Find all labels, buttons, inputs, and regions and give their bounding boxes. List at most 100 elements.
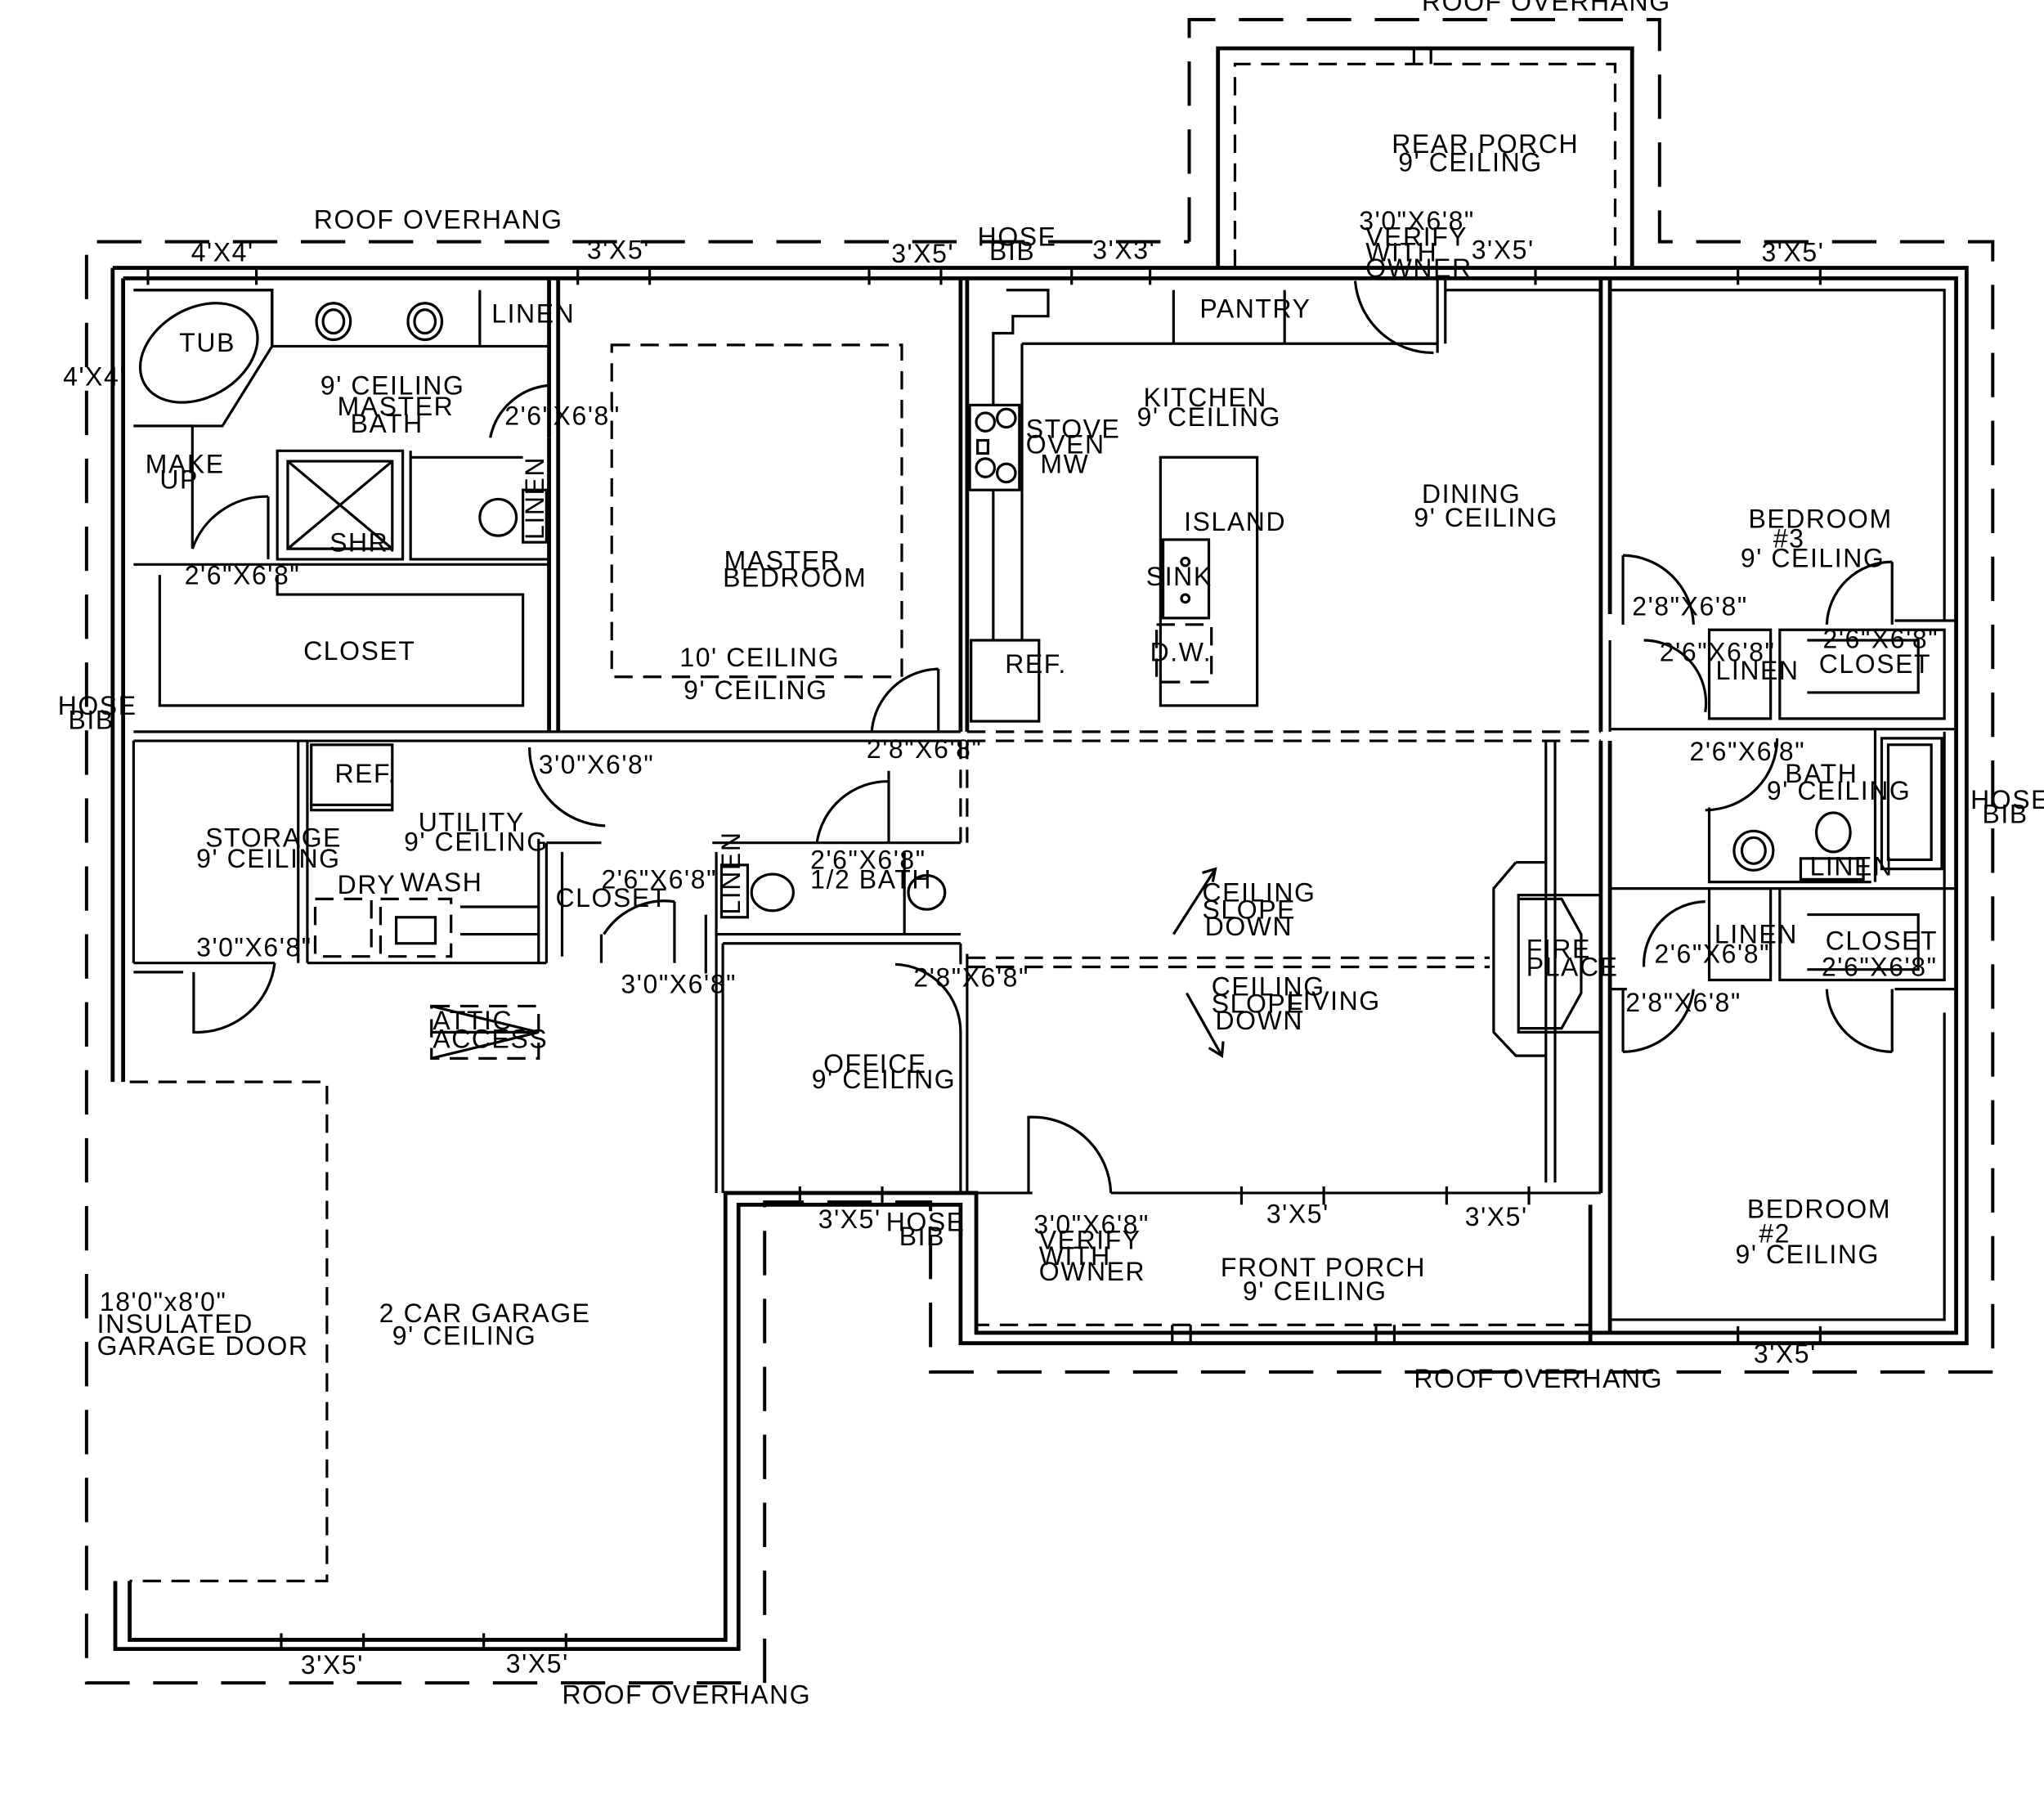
label-dining: DINING — [1422, 479, 1521, 509]
label-washer: WASH — [400, 868, 482, 897]
label-door: 2'6"X6'8" — [185, 560, 301, 590]
label-dining-ceiling: 9' CEILING — [1414, 503, 1558, 532]
label-window: 3'X5' — [301, 1650, 364, 1680]
label-shower: SHR. — [329, 527, 397, 557]
label-window: 3'X5' — [1761, 238, 1824, 267]
label-front-door: 3'0"X6'8" — [1033, 1209, 1150, 1239]
label-window: 3'X5' — [891, 239, 954, 268]
label-bath-ceiling: 9' CEILING — [1767, 776, 1912, 805]
label-master-bedroom: MASTER — [724, 546, 841, 576]
label-hose-bib: BIB — [899, 1222, 945, 1251]
refrigerator-icon — [310, 743, 394, 812]
ceiling-slope-arrow — [1185, 992, 1223, 1056]
label-linen: LINEN — [491, 299, 575, 329]
label-door: 2'8"X6'8" — [913, 962, 1029, 992]
label-bedroom-3: #3 — [1773, 524, 1805, 554]
sink-icon — [907, 874, 947, 911]
label-rear-door: VERIFY — [1365, 222, 1468, 251]
label-hose-bib: HOSE — [978, 222, 1057, 251]
label-refrigerator: REF. — [334, 759, 397, 788]
label-dryer: DRY — [338, 870, 397, 899]
label-utility: UTILITY — [419, 807, 525, 836]
label-makeup: MAKE — [146, 449, 225, 478]
label-hose-bib: HOSE — [58, 691, 137, 720]
label-linen: LINEN — [1715, 920, 1798, 949]
label-bath: BATH — [1785, 759, 1858, 788]
label-closet: CLOSET — [1826, 926, 1938, 956]
label-bedroom-3-ceiling: 9' CEILING — [1741, 544, 1885, 573]
label-window: 3'X3' — [1092, 235, 1155, 264]
label-garage-door: GARAGE DOOR — [97, 1331, 309, 1361]
label-door: 3'0"X6'8" — [539, 750, 655, 779]
label-half-bath: 1/2 BATH — [810, 865, 932, 895]
toilet-icon — [478, 497, 518, 537]
label-bedroom-3: BEDROOM — [1748, 505, 1892, 534]
label-roof-overhang-right: ROOF OVERHANG — [1414, 1364, 1663, 1393]
label-kitchen-ceiling: 9' CEILING — [1137, 402, 1282, 432]
fixtures — [133, 289, 1865, 1060]
label-rear-door: OWNER — [1365, 253, 1472, 283]
label-window: 3'X5' — [818, 1204, 881, 1234]
label-door: 2'6"X6'8" — [601, 865, 717, 895]
rear-porch-inner-dash — [1233, 62, 1617, 268]
plan-labels: ROOF OVERHANG ROOF OVERHANG ROOF OVERHAN… — [58, 0, 2044, 1710]
label-master-ceiling: 10' CEILING — [679, 643, 840, 672]
attic-access — [430, 1004, 540, 1060]
label-attic-access: ATTIC — [433, 1006, 513, 1035]
label-linen: LINEN — [1716, 656, 1800, 685]
label-master-bath-ceiling: 9' CEILING — [320, 371, 465, 401]
rear-porch-wall — [1216, 46, 1634, 268]
label-window: 4'X4' — [63, 361, 126, 391]
label-roof-overhang-left: ROOF OVERHANG — [314, 205, 563, 235]
windows — [146, 267, 1822, 1649]
label-garage-door: 18'0"x8'0" — [100, 1287, 227, 1316]
label-window: 3'X5' — [1266, 1200, 1329, 1229]
label-door: 3'0"X6'8" — [196, 933, 312, 962]
label-pantry: PANTRY — [1199, 294, 1311, 323]
label-door: 2'6"X6'8" — [810, 845, 926, 875]
label-hose-bib: BIB — [1983, 800, 2028, 829]
label-hose-bib: BIB — [989, 236, 1035, 266]
label-hose-bib: BIB — [68, 706, 114, 735]
label-bedroom-2-ceiling: 9' CEILING — [1735, 1240, 1880, 1269]
label-mw: MW — [1040, 449, 1089, 478]
label-front-door: OWNER — [1039, 1257, 1145, 1286]
label-door: 2'8"X6'8" — [1632, 592, 1748, 621]
exterior-wall-outer — [112, 266, 1969, 1652]
label-ceiling-slope: DOWN — [1205, 912, 1293, 941]
label-window: 3'X5' — [1465, 1202, 1528, 1231]
label-garage: 2 CAR GARAGE — [379, 1298, 591, 1328]
kitchen-sink-icon — [1161, 538, 1211, 620]
label-office-ceiling: 9' CEILING — [812, 1065, 957, 1094]
label-closet: CLOSET — [303, 636, 415, 666]
label-stove: STOVE — [1026, 414, 1121, 443]
label-dishwasher: D.W. — [1150, 638, 1213, 667]
label-linen: LINEN — [716, 832, 746, 915]
label-bedroom-2: #2 — [1759, 1219, 1791, 1249]
label-ceiling-slope: SLOPE — [1203, 895, 1297, 924]
label-fireplace: FIRE — [1526, 934, 1591, 963]
front-porch-dash — [975, 1204, 1591, 1326]
label-front-porch-ceiling: 9' CEILING — [1243, 1276, 1387, 1306]
label-hose-bib: HOSE — [1970, 785, 2044, 814]
label-tub: TUB — [179, 328, 235, 357]
roof-overhang-line — [84, 17, 1995, 1685]
label-window: 3'X5' — [1754, 1339, 1817, 1369]
refrigerator-icon — [970, 639, 1041, 723]
label-refrigerator: REF. — [1005, 649, 1067, 679]
label-window: 3'X5' — [506, 1648, 569, 1678]
label-ceiling-slope: CEILING — [1212, 972, 1325, 1002]
label-closet: CLOSET — [556, 883, 668, 913]
label-door: 3'0"X6'8" — [621, 969, 737, 998]
label-door: 2'6"X6'8" — [1660, 638, 1776, 667]
label-bedroom-2: BEDROOM — [1747, 1194, 1891, 1223]
label-garage-ceiling: 9' CEILING — [392, 1321, 536, 1350]
door-swings — [191, 280, 1894, 1193]
label-rear-door: WITH — [1365, 238, 1437, 267]
ceiling-slope-arrow — [1172, 868, 1217, 935]
label-living: LIVING — [1287, 986, 1380, 1016]
label-rear-porch-ceiling: 9' CEILING — [1398, 147, 1543, 177]
label-island: ISLAND — [1184, 507, 1286, 536]
label-attic-access: ACCESS — [433, 1025, 548, 1054]
label-roof-overhang-bottom: ROOF OVERHANG — [563, 1680, 812, 1710]
